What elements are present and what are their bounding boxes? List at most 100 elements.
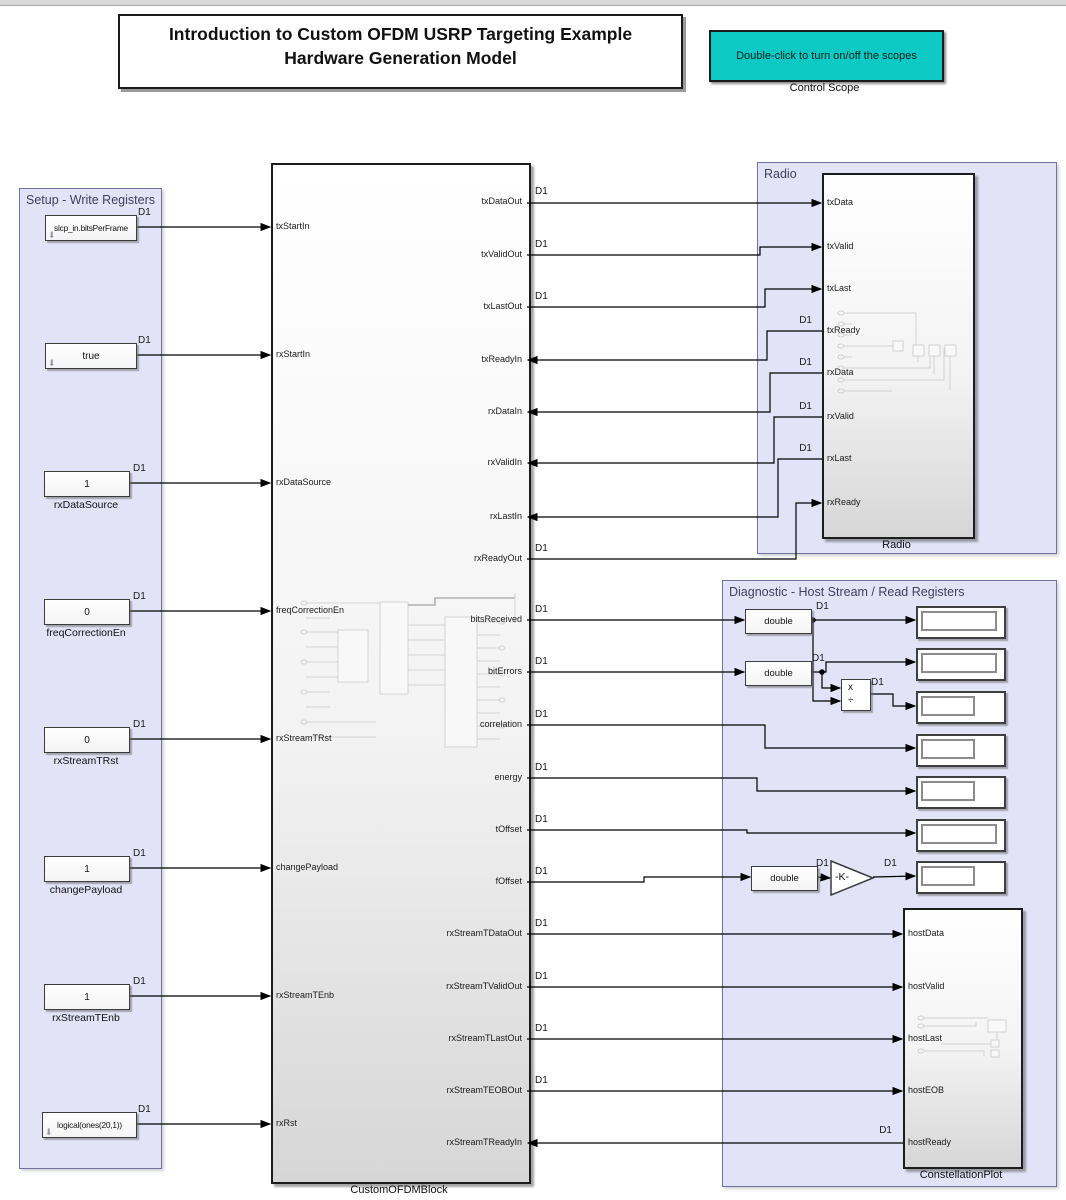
ofdm-port-txdataout: txDataOut [481, 196, 522, 206]
data-type-convert-biterrors[interactable]: double [745, 661, 812, 686]
ofdm-port-txvalidout: txValidOut [481, 249, 522, 259]
ofdm-port-rxstreamtvalidout: rxStreamTValidOut [446, 981, 522, 991]
divide-block[interactable]: x ÷ [841, 679, 871, 711]
sample-time-label: D1 [799, 315, 812, 326]
sample-time-label: D1 [138, 1104, 151, 1115]
source-label: rxStreamTRst [53, 755, 119, 767]
ofdm-port-energy: energy [494, 772, 522, 782]
source-label: rxStreamTEnb [52, 1012, 120, 1024]
cp-port-hostlast: hostLast [908, 1033, 943, 1043]
cp-port-hostvalid: hostValid [908, 981, 945, 991]
custom-ofdm-block-label: CustomOFDMBlock [350, 1184, 448, 1196]
ofdm-port-rxreadyout: rxReadyOut [473, 553, 522, 563]
sample-time-label: D1 [133, 591, 146, 602]
cp-port-hostdata: hostData [908, 928, 945, 938]
display-errorrate[interactable] [916, 691, 1006, 724]
converter-text: double [764, 668, 793, 679]
data-type-convert-foffset[interactable]: double [751, 866, 818, 891]
control-scope-label: Control Scope [789, 82, 860, 94]
display-foffset[interactable] [916, 861, 1006, 894]
display-value-field [921, 696, 975, 716]
ofdm-port-rxstreamtrst: rxStreamTRst [276, 733, 332, 743]
ofdm-port-rxlastin: rxLastIn [489, 511, 522, 521]
display-value-field [921, 739, 975, 759]
input-port-badge-icon: ⬇ [48, 230, 56, 240]
sample-time-label: D1 [535, 971, 548, 982]
radio-port-txdata: txData [827, 197, 854, 207]
ofdm-port-rxrst: rxRst [276, 1118, 297, 1128]
converter-text: double [770, 873, 799, 884]
sample-time-label: D1 [133, 976, 146, 987]
display-value-field [921, 866, 975, 886]
display-value-field [921, 653, 997, 673]
source-bits-per-frame[interactable]: ⬇ slcp_in.bitsPerFrame [45, 215, 137, 241]
sample-time-label: D1 [535, 291, 548, 302]
model-title-line2: Hardware Generation Model [284, 47, 517, 68]
gain-block-label: -K- [835, 871, 849, 883]
sample-time-label: D1 [535, 543, 548, 554]
ofdm-port-rxstreamtenb: rxStreamTEnb [276, 990, 335, 1000]
model-title-line1: Introduction to Custom OFDM USRP Targeti… [168, 24, 633, 44]
cp-port-hostready: hostReady [908, 1137, 952, 1147]
display-correlation[interactable] [916, 734, 1006, 767]
sample-time-label: D1 [535, 1075, 548, 1086]
display-toffset[interactable] [916, 819, 1006, 852]
source-value: 1 [84, 863, 90, 875]
radio-port-rxlast: rxLast [827, 453, 852, 463]
display-bitsreceived[interactable] [916, 606, 1006, 639]
source-value: true [82, 350, 100, 362]
data-type-convert-bitsreceived[interactable]: double [745, 609, 812, 634]
converter-text: double [764, 616, 793, 627]
source-true[interactable]: ⬇ true [45, 343, 137, 369]
display-energy[interactable] [916, 776, 1006, 809]
source-label: rxDataSource [53, 499, 119, 511]
ofdm-port-rxdatasource: rxDataSource [276, 477, 332, 487]
ofdm-port-freqcorrectionen: freqCorrectionEn [276, 605, 345, 615]
source-freqcorrectionen[interactable]: 0 [44, 599, 130, 625]
source-value: 0 [84, 734, 90, 746]
sample-time-label: D1 [133, 719, 146, 730]
source-rxdatasource[interactable]: 1 [44, 471, 130, 497]
sample-time-label: D1 [884, 858, 897, 869]
sample-time-label: D1 [799, 443, 812, 454]
ofdm-port-bitsreceived: bitsReceived [470, 614, 522, 624]
sample-time-label: D1 [535, 918, 548, 929]
model-title: Introduction to Custom OFDM USRP Targeti… [118, 14, 683, 89]
source-rxstreamtenb[interactable]: 1 [44, 984, 130, 1010]
source-value: 1 [84, 991, 90, 1003]
sample-time-label: D1 [816, 858, 829, 869]
sample-time-label: D1 [535, 604, 548, 615]
sample-time-label: D1 [799, 401, 812, 412]
sample-time-label: D1 [133, 463, 146, 474]
source-rxstreamtrst[interactable]: 0 [44, 727, 130, 753]
sample-time-label: D1 [879, 1125, 892, 1136]
display-biterrors[interactable] [916, 648, 1006, 681]
display-value-field [921, 781, 975, 801]
source-logical-ones[interactable]: ⬇ logical(ones(20,1)) [42, 1112, 137, 1138]
ofdm-port-txreadyin: txReadyIn [481, 354, 522, 364]
radio-port-rxdata: rxData [827, 367, 854, 377]
toolbar-edge [0, 0, 1066, 6]
radio-panel-title: Radio [764, 167, 797, 181]
source-changepayload[interactable]: 1 [44, 856, 130, 882]
sample-time-label: D1 [535, 866, 548, 877]
radio-block[interactable] [822, 173, 975, 539]
source-label: freqCorrectionEn [46, 627, 126, 639]
cp-port-hosteob: hostEOB [908, 1085, 945, 1095]
ofdm-port-rxstartin: rxStartIn [276, 349, 311, 359]
sample-time-label: D1 [871, 677, 884, 688]
input-port-badge-icon: ⬇ [48, 358, 56, 368]
ofdm-port-changepayload: changePayload [276, 862, 339, 872]
ofdm-port-rxstreamteobout: rxStreamTEOBOut [446, 1085, 522, 1095]
radio-block-label: Radio [882, 539, 911, 551]
ofdm-port-rxstreamtlastout: rxStreamTLastOut [448, 1033, 522, 1043]
sample-time-label: D1 [138, 207, 151, 218]
ofdm-port-correlation: correlation [479, 719, 522, 729]
ofdm-port-biterrors: bitErrors [487, 666, 522, 676]
radio-port-rxready: rxReady [827, 497, 861, 507]
diagnostic-panel-title: Diagnostic - Host Stream / Read Register… [729, 585, 965, 599]
ofdm-port-rxstreamtreadyin: rxStreamTReadyIn [446, 1137, 522, 1147]
control-scope-button[interactable]: Double-click to turn on/off the scopes [709, 30, 944, 82]
sample-time-label: D1 [535, 656, 548, 667]
